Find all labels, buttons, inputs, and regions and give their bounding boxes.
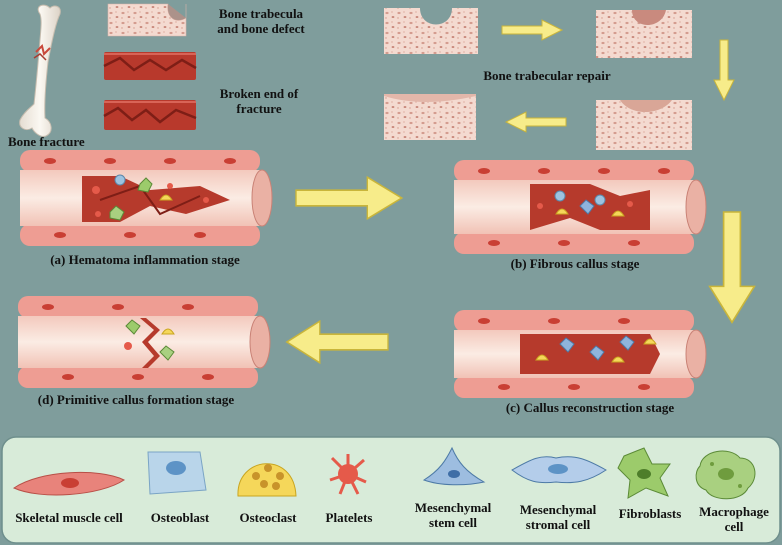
broken-end-strip-2 [103,100,197,130]
osteoblast-icon [147,451,207,495]
repair-label: Bone trabecular repair [483,68,611,83]
legend-label-platelets: Platelets [325,510,373,525]
stage-d-label: (d) Primitive callus formation stage [37,392,235,407]
repair-tile-2 [596,10,692,58]
repair-arrow-left [505,111,567,133]
arrow-b-to-c [708,211,756,324]
trabecula-label: Bone trabecula and bone defect [206,6,316,36]
legend-label-mesenchymal-stromal-cell-line1: Mesenchymal [519,502,597,517]
stage-c-label: (c) Callus reconstruction stage [505,400,675,415]
stage-b-label: (b) Fibrous callus stage [510,256,640,271]
stage-c-cells [535,335,657,363]
vessel-stage-d [18,296,271,388]
stage-a-label: (a) Hematoma inflammation stage [50,252,240,267]
vessel-stage-a [20,150,273,246]
mesenchymal-stromal-cell-icon [511,456,607,484]
osteoclast-icon [237,463,297,497]
stage-b-cells [537,190,633,217]
mesenchymal-stem-cell-icon [422,446,486,486]
legend-label-fibroblasts: Fibroblasts [618,506,682,521]
stage-d-cells [124,319,175,361]
broken-end-strip-1 [103,52,197,80]
broken-end-label: Broken end of fracture [204,86,314,116]
broken-end-label-line2: fracture [236,101,282,116]
legend-label-mesenchymal-stromal-cell: Mesenchymal stromal cell [508,502,608,532]
legend-label-osteoblast: Osteoblast [150,510,210,525]
vessel-stage-c [454,310,707,398]
legend-label-macrophage-cell: Macrophage cell [692,504,776,534]
bone-fracture-illustration [19,4,61,137]
repair-tile-4 [596,100,692,150]
trabecula-label-line1: Bone trabecula [218,6,304,21]
vessel-stage-b [454,160,707,254]
repair-arrow-right [501,19,563,41]
repair-tile-1 [384,8,478,54]
legend-label-skeletal-muscle-cell: Skeletal muscle cell [15,510,123,525]
broken-end-label-line1: Broken end of [219,86,299,101]
legend-label-mesenchymal-stem-cell-line2: stem cell [428,515,477,530]
platelet-icon [329,454,367,495]
legend-label-macrophage-cell-line2: cell [724,519,744,534]
legend-label-macrophage-cell-line1: Macrophage [699,504,769,519]
legend-label-mesenchymal-stem-cell: Mesenchymal stem cell [408,500,498,530]
skeletal-muscle-cell-icon [12,472,125,496]
arrow-c-to-d [286,320,389,364]
fibroblast-icon [617,447,671,499]
legend-label-mesenchymal-stromal-cell-line2: stromal cell [525,517,591,532]
repair-arrow-down [713,39,735,101]
macrophage-icon [695,450,756,500]
bone-fracture-label: Bone fracture [8,134,85,149]
trabecula-label-line2: and bone defect [217,21,305,36]
arrow-a-to-b [295,176,403,220]
bone-trabecula-defect-strip [107,3,187,37]
legend-label-osteoclast: Osteoclast [239,510,297,525]
repair-tile-3 [384,94,476,140]
stage-a-cells [92,174,209,221]
legend-label-mesenchymal-stem-cell-line1: Mesenchymal [414,500,492,515]
